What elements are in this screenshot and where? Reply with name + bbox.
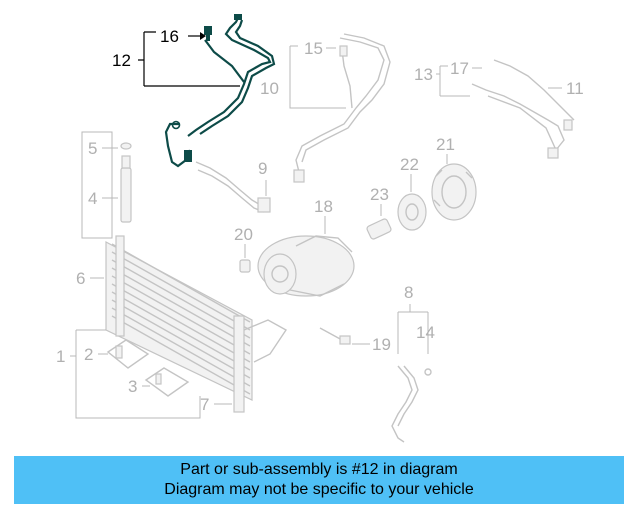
condenser	[105, 235, 288, 413]
info-banner: Part or sub-assembly is #12 in diagram D…	[14, 456, 624, 504]
part-9-hose	[195, 161, 271, 213]
banner-line-2: Diagram may not be specific to your vehi…	[164, 481, 474, 498]
callout-3: 3	[128, 377, 137, 396]
callout-18: 18	[314, 197, 333, 216]
part-2-bracket	[106, 339, 150, 369]
part-10-hose	[293, 33, 391, 183]
part-20-fitting	[239, 259, 251, 273]
part-5-cap	[120, 142, 132, 150]
part-22-pulley	[397, 193, 427, 231]
callout-11: 11	[566, 79, 584, 98]
callout-21: 21	[436, 135, 455, 154]
part-21-clutch	[431, 163, 477, 221]
callout-14: 14	[416, 323, 435, 342]
callout-9: 9	[258, 159, 267, 178]
part-14-sensor	[391, 365, 432, 443]
part-18-compressor	[257, 235, 355, 297]
part-11-hose	[471, 59, 575, 159]
part-16-bolt	[204, 26, 212, 41]
callout-2: 2	[84, 345, 93, 364]
callout-20: 20	[234, 225, 253, 244]
parts-diagram: 16 12 15 10 17 13 11 9 5	[56, 14, 584, 443]
callout-22: 22	[400, 155, 419, 174]
callout-7: 7	[200, 395, 209, 414]
callout-15: 15	[304, 39, 323, 58]
part-4-drier	[120, 155, 132, 223]
callout-5: 5	[88, 139, 97, 158]
part-19-bolt	[319, 327, 351, 345]
callout-6: 6	[76, 269, 85, 288]
callout-13: 13	[414, 65, 433, 84]
callout-1: 1	[56, 347, 65, 366]
callout-12: 12	[112, 51, 131, 70]
callout-10: 10	[260, 79, 279, 98]
part-3-bracket	[144, 367, 190, 397]
callout-4: 4	[88, 189, 97, 208]
part-23-bushing	[366, 218, 392, 240]
callout-17: 17	[450, 59, 469, 78]
banner-line-1: Part or sub-assembly is #12 in diagram	[180, 461, 458, 478]
callout-19: 19	[372, 335, 391, 354]
callout-16: 16	[160, 27, 179, 46]
callout-8: 8	[404, 283, 413, 302]
callout-23: 23	[370, 185, 389, 204]
part-12-hose-assembly	[164, 14, 276, 168]
